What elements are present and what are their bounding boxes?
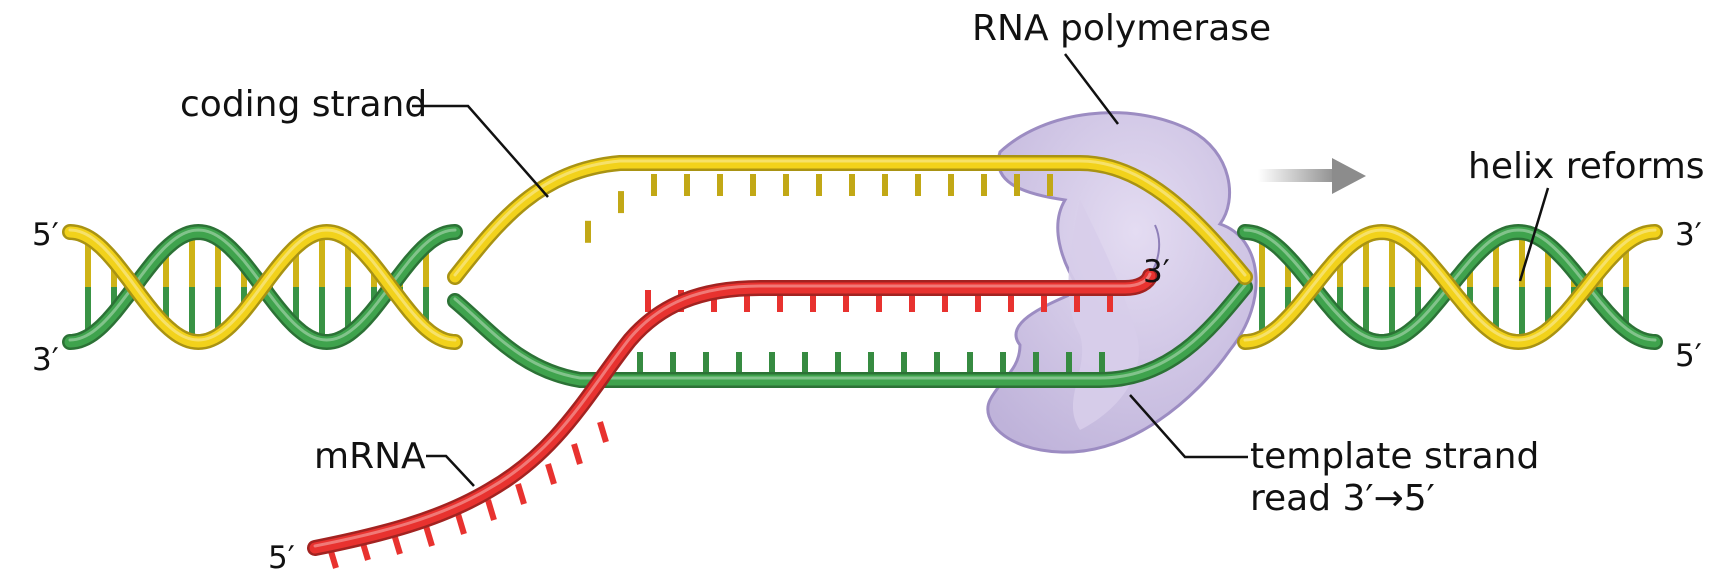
template-strand-leader xyxy=(1129,394,1248,459)
coding-strand-left-helix xyxy=(62,223,463,351)
mrna-base xyxy=(571,443,583,465)
mrna-3-end-label: 3′ xyxy=(1143,254,1170,290)
leader-lines xyxy=(412,53,1550,487)
mrna-5-end-label: 5′ xyxy=(268,540,295,576)
right-bottom-end-label: 5′ xyxy=(1675,338,1702,374)
coding-strand-right-helix xyxy=(1237,223,1663,351)
template-strand-bubble xyxy=(447,279,1253,388)
template-strand-direction-label: read 3′→5′ xyxy=(1250,478,1435,519)
coding-strand-leader xyxy=(412,104,549,198)
helix-reforms-label: helix reforms xyxy=(1468,146,1705,187)
coding-strand-bubble xyxy=(447,155,1253,285)
mrna-base xyxy=(455,513,467,535)
mrna-strand xyxy=(307,268,1158,556)
mrna-base xyxy=(485,499,497,521)
mrna-base xyxy=(423,525,435,547)
rna-polymerase-leader xyxy=(1064,53,1119,125)
mrna-base xyxy=(515,483,527,505)
coding-strand-label: coding strand xyxy=(180,84,427,125)
left-top-end-label: 5′ xyxy=(32,217,59,253)
mrna-base xyxy=(545,463,557,485)
template-strand-label: template strand xyxy=(1250,436,1539,477)
mrna-leader xyxy=(426,454,475,487)
strands xyxy=(62,155,1663,556)
rna-polymerase-label: RNA polymerase xyxy=(972,8,1271,49)
mrna-base xyxy=(597,421,609,443)
mrna-label: mRNA xyxy=(314,436,426,477)
right-top-end-label: 3′ xyxy=(1675,217,1702,253)
helix-reforms-leader xyxy=(1518,187,1550,282)
direction-arrow xyxy=(1258,158,1366,194)
left-bottom-end-label: 3′ xyxy=(32,342,59,378)
